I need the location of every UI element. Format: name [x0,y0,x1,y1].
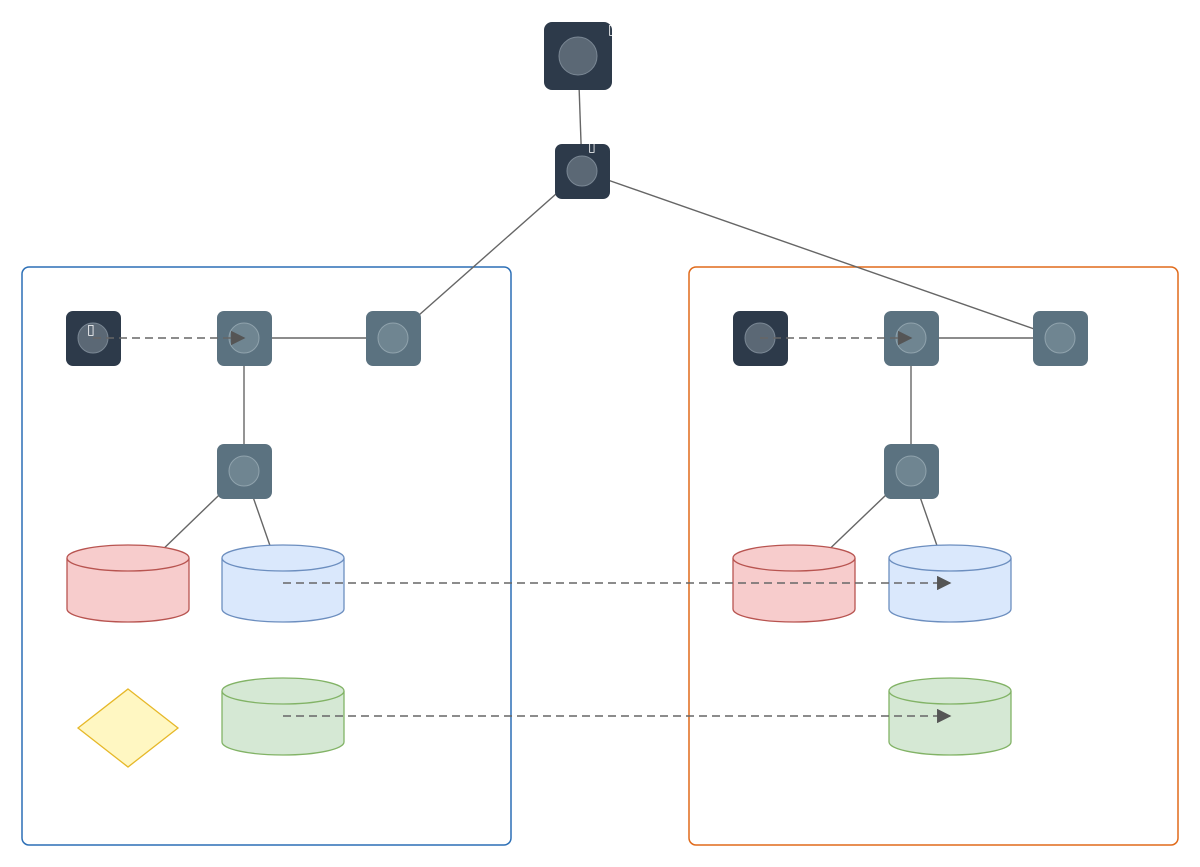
left-db-red [66,544,190,623]
gateway-icon [566,155,598,187]
gateway-node: ▯ [555,139,610,199]
left-lb-node [366,311,421,366]
left-db-blue [221,544,345,623]
top-user-node: ▯ [544,22,616,90]
edge-gateway-left-lb [392,170,583,339]
load-balancer-icon [377,322,409,354]
right-region [688,266,1179,846]
svg-text:▯: ▯ [608,22,616,38]
edge-gateway-right-lb [581,170,1062,341]
edges-dashed [93,330,952,724]
right-lb-node [1033,311,1088,366]
right-db-red [732,544,856,623]
user-icon [558,36,598,76]
left-decision-diamond [76,688,180,768]
left-db-green [221,677,345,756]
right-worker-node [884,444,939,499]
left-worker-node [217,444,272,499]
svg-text:▯: ▯ [87,322,95,338]
load-balancer-icon [1044,322,1076,354]
worker-icon [228,455,260,487]
svg-text:▯: ▯ [588,139,596,155]
worker-icon [895,455,927,487]
left-region [21,266,512,846]
